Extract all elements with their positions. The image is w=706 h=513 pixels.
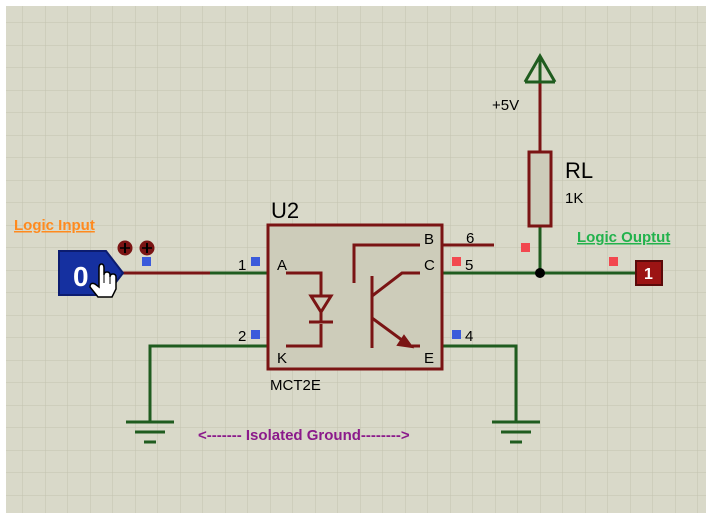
pin-number-4: 4 <box>465 328 473 345</box>
pin-number-1: 1 <box>238 257 246 274</box>
power-arrow-icon <box>523 52 557 84</box>
emitter-ground-wire <box>442 344 518 422</box>
optocoupler-part: MCT2E <box>270 377 321 394</box>
resistor-ref: RL <box>565 158 593 183</box>
optocoupler-u2[interactable]: U2 MCT2E A K B C E <box>266 198 444 394</box>
internal-led <box>286 271 334 348</box>
pin4-state-marker <box>452 330 461 339</box>
pin-number-5: 5 <box>465 257 473 274</box>
isolated-ground-label: <------- Isolated Ground--------> <box>198 427 410 444</box>
pin-name-b: B <box>424 231 434 248</box>
hand-cursor-icon <box>89 263 117 298</box>
ground-symbol-icon <box>492 420 540 444</box>
pin-name-k: K <box>277 350 287 367</box>
pin2-state-marker <box>251 330 260 339</box>
pin-name-c: C <box>424 257 435 274</box>
pin1-state-marker <box>251 257 260 266</box>
bug-indicator-icon <box>139 240 155 256</box>
input-probe-state-marker <box>142 257 151 266</box>
pin5-state-marker <box>452 257 461 266</box>
resistor-value: 1K <box>565 190 583 207</box>
wires <box>122 82 636 422</box>
output-probe-state: 1 <box>644 266 653 283</box>
left-ground-wire <box>148 344 268 422</box>
bug-indicator-icon <box>117 240 133 256</box>
resistor-state-marker <box>521 243 530 252</box>
logic-output-probe[interactable]: 1 <box>635 260 663 286</box>
optocoupler-ref: U2 <box>271 198 299 223</box>
input-probe-state: 0 <box>73 261 89 292</box>
resistor-body <box>527 150 553 228</box>
resistor-rl[interactable]: RL 1K <box>527 150 593 228</box>
pin-number-6: 6 <box>466 230 474 247</box>
logic-input-label: Logic Input <box>14 217 95 234</box>
pin-state-markers <box>142 243 618 339</box>
pin-number-2: 2 <box>238 328 246 345</box>
internal-phototransistor <box>352 243 420 349</box>
output-probe-state-marker <box>609 257 618 266</box>
power-terminal[interactable]: +5V <box>492 52 557 114</box>
output-probe-body <box>635 260 663 286</box>
logic-input-probe[interactable]: 0 <box>58 240 155 298</box>
pin-name-e: E <box>424 350 434 367</box>
junction-dot <box>535 268 545 278</box>
pin-name-a: A <box>277 257 287 274</box>
logic-output-label: Logic Ouptut <box>577 229 670 246</box>
supply-label: +5V <box>492 97 519 114</box>
ground-symbol-icon <box>126 420 174 444</box>
